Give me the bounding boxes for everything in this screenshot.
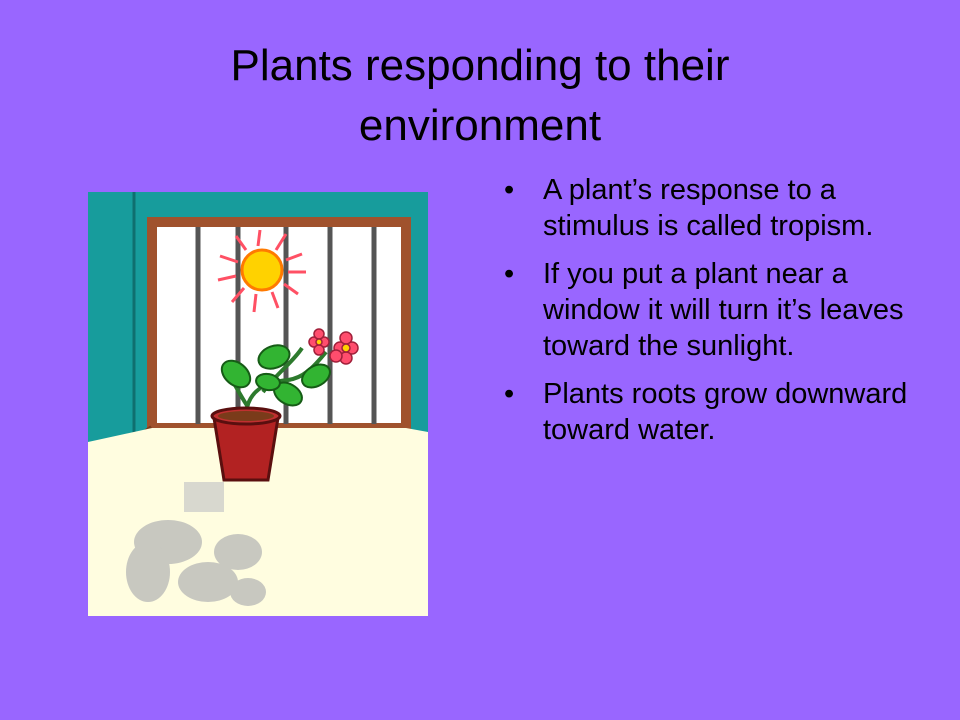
bullet-item: A plant’s response to a stimulus is call… (502, 172, 912, 244)
plant-shadow (126, 482, 266, 606)
floor (88, 428, 428, 616)
bullet-item: Plants roots grow downward toward water. (502, 376, 912, 448)
plant-window-illustration (88, 192, 428, 616)
title-line-1: Plants responding to their (230, 41, 730, 90)
slide-title: Plants responding to their environment (60, 36, 900, 156)
plant-leaves (220, 344, 331, 407)
flower-pot (210, 406, 282, 482)
bullet-list: A plant’s response to a stimulus is call… (502, 172, 912, 460)
flower-icon (308, 328, 359, 365)
bullet-item: If you put a plant near a window it will… (502, 256, 912, 364)
sun-icon (217, 229, 306, 313)
title-line-2: environment (358, 101, 602, 150)
